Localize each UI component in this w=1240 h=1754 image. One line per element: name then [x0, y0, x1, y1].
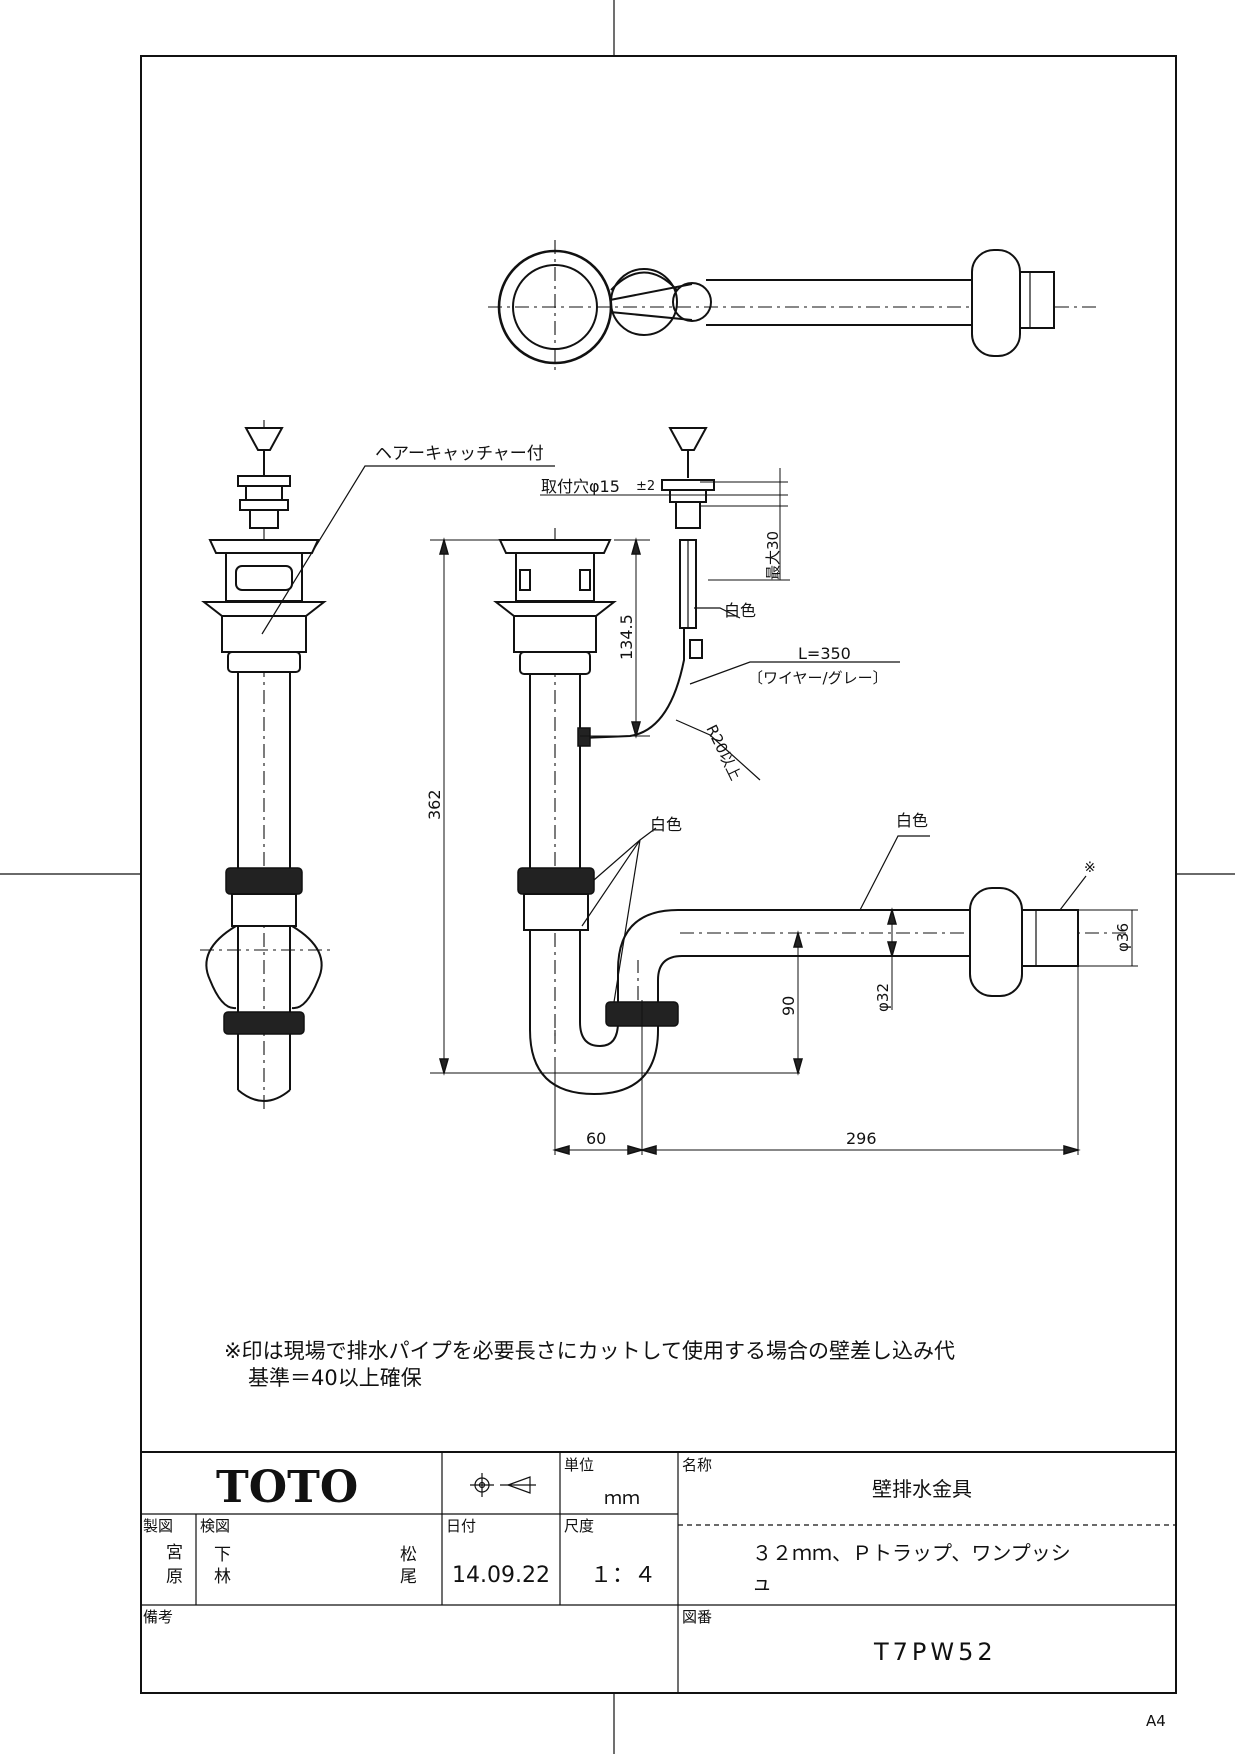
drawn-label: 製図 — [143, 1517, 173, 1535]
checked-name1-a: 下 — [214, 1545, 231, 1565]
paper-size: A4 — [1146, 1712, 1166, 1730]
mount-hole-tolerance: ±2 — [636, 479, 655, 494]
note-line-1: ※印は現場で排水パイプを必要長さにカットして使用する場合の壁差し込み代 — [224, 1339, 955, 1363]
drawing-no-label: 図番 — [682, 1608, 712, 1626]
side-view-drawing — [200, 420, 330, 1110]
dimension-phi32: φ32 — [874, 983, 892, 1012]
wire-note-label: 〔ワイヤー/グレー〕 — [748, 669, 888, 687]
dimension-296: 296 — [846, 1129, 877, 1148]
mount-hole-label: 取付穴φ15 — [541, 477, 620, 496]
scale-label: 尺度 — [564, 1517, 594, 1535]
dimension-134-5: 134.5 — [617, 614, 636, 660]
unit-label: 単位 — [564, 1456, 594, 1474]
top-view-drawing — [488, 240, 1100, 372]
leader-lines — [581, 607, 1087, 1003]
date-value: 14.09.22 — [452, 1563, 550, 1588]
dimension-phi36: φ36 — [1114, 923, 1132, 952]
name-label: 名称 — [682, 1456, 712, 1474]
checked-name2-b: 尾 — [400, 1567, 417, 1587]
radius-label: R20以上 — [702, 722, 744, 783]
max30-label: 最大30 — [764, 531, 782, 580]
dimension-lines — [430, 468, 1138, 1155]
title-block — [141, 1451, 1176, 1693]
drawn-name-b: 原 — [166, 1567, 183, 1587]
dimension-90: 90 — [779, 996, 798, 1016]
wire-length-label: L=350 — [798, 644, 851, 663]
asterisk-mark: ※ — [1084, 860, 1096, 876]
unit-value: ｍｍ — [604, 1488, 640, 1509]
checked-label: 検図 — [200, 1517, 230, 1535]
toto-logo: TOTO — [216, 1462, 358, 1513]
projection-symbol-icon — [470, 1473, 536, 1497]
checked-name1-b: 林 — [214, 1567, 231, 1587]
dimension-362: 362 — [425, 789, 444, 820]
scale-value: １：４ — [590, 1563, 656, 1588]
white-color-label-3: 白色 — [896, 811, 928, 830]
name-value: 壁排水金具 — [872, 1477, 972, 1501]
checked-name2-a: 松 — [400, 1545, 417, 1565]
remarks-label: 備考 — [143, 1608, 173, 1626]
date-label: 日付 — [446, 1517, 476, 1535]
drawing-border — [140, 55, 1177, 1694]
hair-catcher-label: ヘアーキャッチャー付 — [375, 444, 544, 464]
spec-line-2: ュ — [752, 1571, 772, 1595]
drawing-no-value: T7PW52 — [873, 1638, 997, 1666]
dimension-60: 60 — [586, 1129, 606, 1148]
drawn-name-a: 宮 — [166, 1543, 183, 1563]
white-color-label-2: 白色 — [650, 815, 682, 834]
spec-line-1: ３２ｍｍ、Ｐトラップ、ワンプッシ — [752, 1541, 1071, 1565]
note-line-2: 基準＝40以上確保 — [248, 1366, 422, 1390]
white-color-label-1: 白色 — [724, 601, 756, 620]
front-view-drawing — [493, 427, 1130, 1096]
